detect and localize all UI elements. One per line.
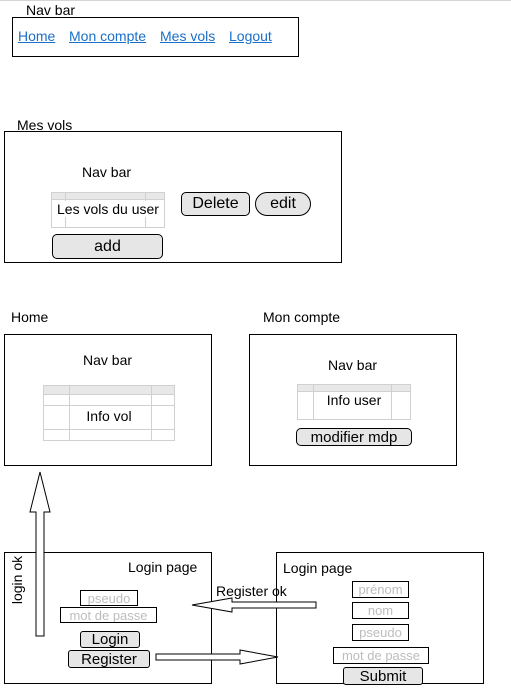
register-frame: Login page Submit bbox=[276, 552, 484, 685]
register-nom-input[interactable] bbox=[352, 602, 409, 619]
top-divider bbox=[0, 0, 511, 1]
login-pseudo-input[interactable] bbox=[80, 590, 138, 606]
mon-compte-title: Mon compte bbox=[263, 309, 341, 325]
login-page-title: Login page bbox=[128, 559, 198, 575]
register-password-input[interactable] bbox=[333, 647, 429, 664]
mon-compte-frame: Nav bar Info user modifier mdp bbox=[249, 334, 457, 466]
register-ok-label: Register ok bbox=[216, 583, 287, 599]
home-title: Home bbox=[11, 309, 49, 325]
register-button[interactable]: Register bbox=[68, 650, 150, 668]
register-arrow bbox=[155, 649, 279, 665]
mon-compte-navbar: Nav bar bbox=[328, 357, 378, 373]
nav-link-logout[interactable]: Logout bbox=[229, 28, 272, 44]
register-page-title: Login page bbox=[283, 560, 353, 576]
mon-compte-table: Info user bbox=[297, 384, 411, 420]
mes-vols-title: Mes vols bbox=[17, 117, 73, 133]
mes-vols-table-label: Les vols du user bbox=[55, 201, 161, 217]
home-frame: Nav bar Info vol bbox=[4, 334, 212, 466]
home-navbar: Nav bar bbox=[83, 352, 133, 368]
register-ok-arrow bbox=[191, 597, 317, 613]
register-prenom-input[interactable] bbox=[352, 581, 409, 598]
login-password-input[interactable] bbox=[60, 607, 157, 623]
login-ok-arrow bbox=[29, 471, 51, 637]
nav-link-home[interactable]: Home bbox=[18, 28, 56, 44]
mes-vols-navbar: Nav bar bbox=[82, 164, 132, 180]
add-button[interactable]: add bbox=[52, 234, 163, 259]
edit-button[interactable]: edit bbox=[255, 192, 311, 216]
nav-link-mon-compte[interactable]: Mon compte bbox=[69, 28, 147, 44]
delete-button[interactable]: Delete bbox=[181, 192, 250, 216]
mon-compte-table-label: Info user bbox=[319, 392, 389, 408]
navbar-frame: Home Mon compte Mes vols Logout bbox=[12, 17, 299, 57]
mes-vols-table: Les vols du user bbox=[51, 192, 165, 228]
submit-button[interactable]: Submit bbox=[343, 667, 423, 685]
home-table-label: Info vol bbox=[79, 408, 139, 424]
nav-link-mes-vols[interactable]: Mes vols bbox=[160, 28, 216, 44]
login-ok-label: login ok bbox=[9, 555, 26, 605]
register-pseudo-input[interactable] bbox=[352, 624, 409, 641]
home-table: Info vol bbox=[43, 385, 175, 441]
modifier-mdp-button[interactable]: modifier mdp bbox=[296, 428, 412, 446]
mes-vols-frame: Nav bar Les vols du user Delete edit add bbox=[4, 131, 342, 263]
login-button[interactable]: Login bbox=[80, 631, 140, 648]
navbar-section-title: Nav bar bbox=[26, 2, 76, 18]
